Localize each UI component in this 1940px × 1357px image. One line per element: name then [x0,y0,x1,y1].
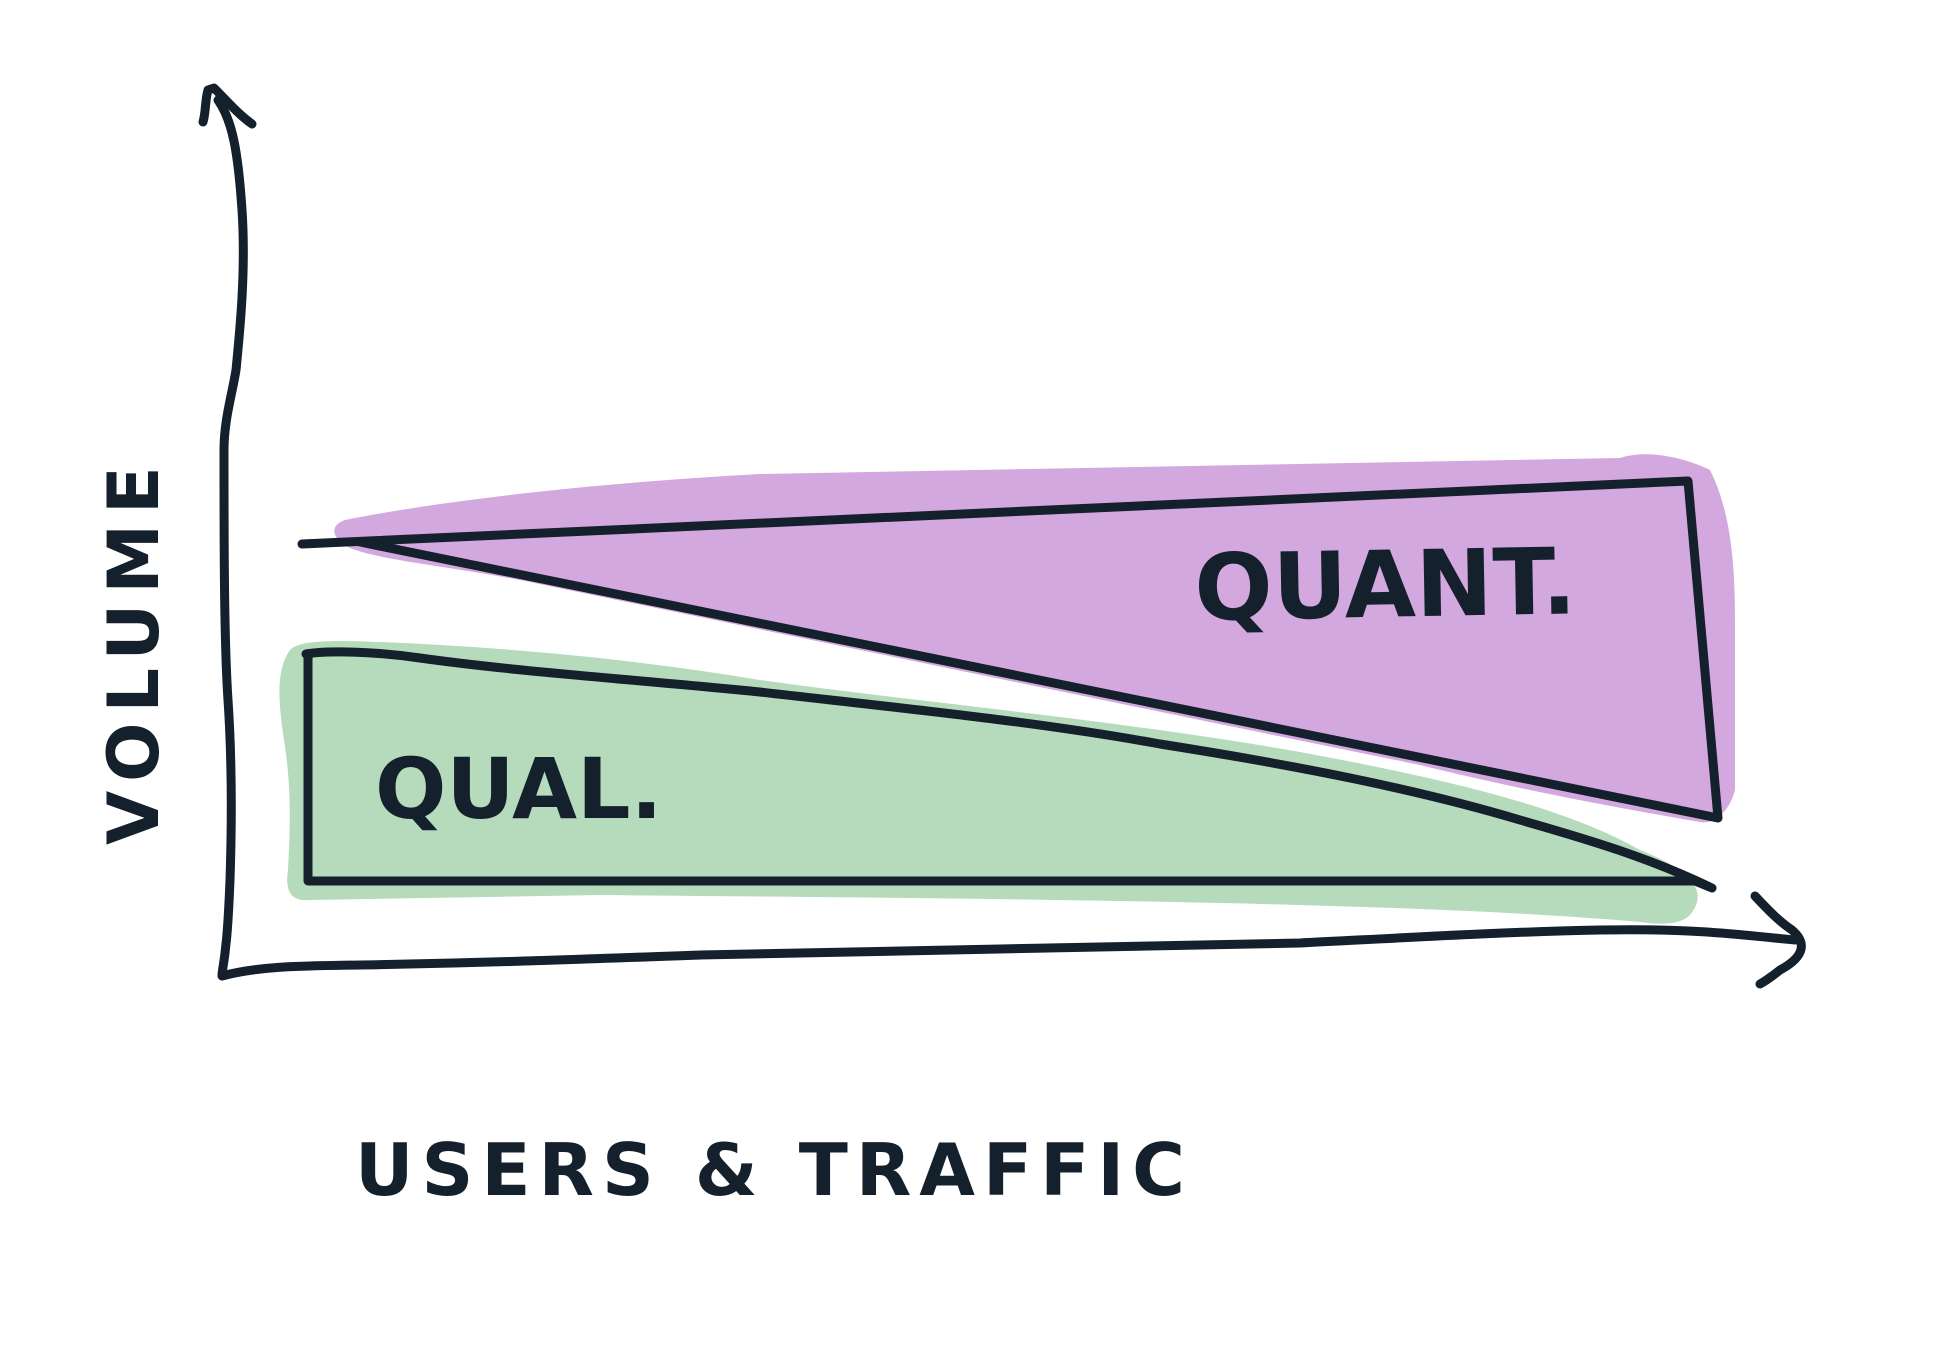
y-axis-label: VOLUME [93,456,175,845]
quant-region-label: QUANT. [1194,528,1578,642]
x-axis-line [217,925,1800,981]
qual-triangle-outline [301,647,1717,893]
qual-region-fill [279,640,1698,924]
x-axis-label: USERS & TRAFFIC [355,1128,1193,1212]
quant-triangle-outline [297,476,1723,823]
y-axis-arrowhead-icon [198,83,257,129]
quant-region-fill [334,454,1735,823]
qual-region-label: QUAL. [375,740,662,838]
x-axis-arrowhead-icon [1750,891,1806,989]
y-axis-line [213,95,248,979]
